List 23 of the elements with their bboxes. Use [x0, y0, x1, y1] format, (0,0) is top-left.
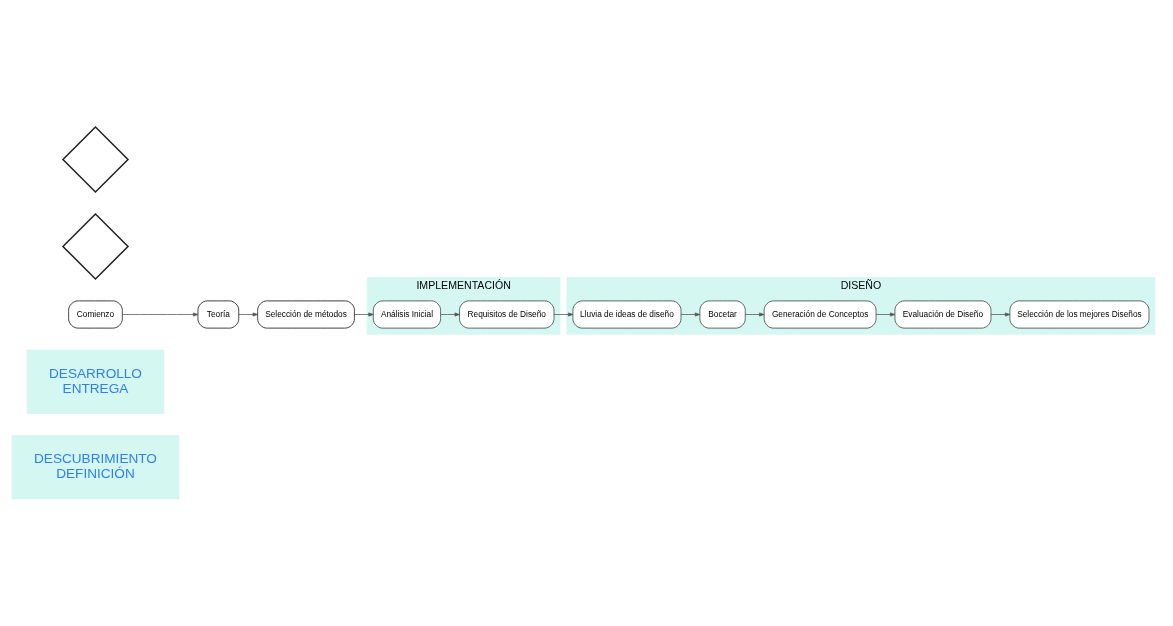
node-box: Bocetar — [699, 300, 746, 329]
arrow — [680, 312, 701, 317]
node-box: Selección de métodos — [257, 300, 355, 329]
arrow — [354, 312, 374, 317]
node-box: DESARROLLO ENTREGA — [26, 349, 165, 414]
node-box: Requisitos de Diseño — [459, 300, 555, 329]
node-box: Teoría — [197, 300, 240, 329]
arrow — [122, 312, 199, 317]
arrow — [238, 312, 258, 317]
arrow — [553, 312, 574, 317]
arrow — [745, 312, 765, 317]
arrow — [875, 312, 896, 317]
node-diamond — [61, 212, 130, 281]
arrow — [440, 312, 460, 317]
node-box: Selección de los mejores Diseños — [1009, 300, 1150, 329]
node-box: Lluvia de ideas de diseño — [572, 300, 682, 329]
node-box: DESCUBRIMIENTO DEFINICIÓN — [11, 435, 180, 500]
node-box: Comienzo — [68, 300, 123, 329]
node-box: Análisis Inicial — [372, 300, 441, 329]
arrow — [990, 312, 1011, 317]
node-box: Evaluación de Diseño — [894, 300, 992, 329]
node-diamond — [61, 125, 130, 194]
node-box: Generación de Conceptos — [763, 300, 877, 329]
